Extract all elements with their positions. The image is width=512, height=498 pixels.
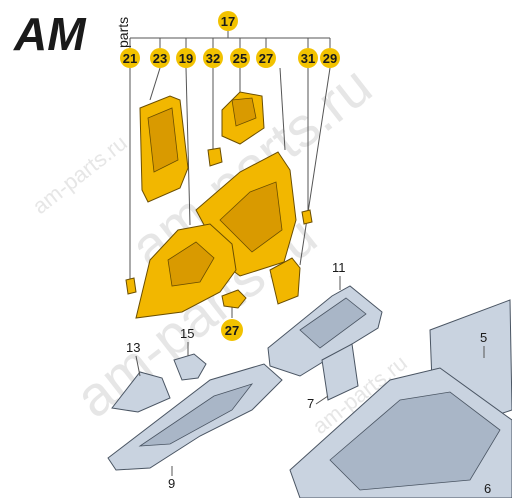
part-label-13: 13	[126, 340, 141, 377]
longitudinal-member-9-detail	[138, 383, 254, 447]
wheel-housing-inner-detail	[219, 181, 283, 253]
wheel-arch-outer-detail	[167, 241, 215, 287]
callout-23[interactable]: 23	[150, 48, 170, 68]
floor-pan-6-detail	[329, 391, 501, 491]
callout-32-label: 32	[206, 51, 220, 66]
part-label-7-text: 7	[307, 396, 314, 411]
callout-23-label: 23	[153, 51, 167, 66]
callout-21[interactable]: 21	[120, 48, 140, 68]
clip-21	[125, 277, 137, 295]
bracket-15	[173, 353, 207, 381]
logo-main-text: AM	[13, 8, 87, 60]
watermark-top-left: am-parts.ru	[28, 130, 132, 219]
logo-sub-text: parts	[115, 17, 131, 48]
callout-27-top[interactable]: 27	[256, 48, 276, 68]
part-label-15: 15	[180, 326, 194, 356]
part-label-5: 5	[480, 330, 487, 358]
callout-19-label: 19	[179, 51, 193, 66]
callout-29[interactable]: 29	[320, 48, 340, 68]
part-label-15-text: 15	[180, 326, 194, 341]
callout-25-label: 25	[233, 51, 247, 66]
part-label-11: 11	[332, 260, 346, 290]
part-label-9: 9	[168, 466, 175, 491]
callout-25[interactable]: 25	[230, 48, 250, 68]
leader-lines	[129, 67, 331, 318]
bracket-upper-detail	[231, 97, 257, 127]
part-label-5-text: 5	[480, 330, 487, 345]
callout-29-label: 29	[323, 51, 337, 66]
small-clip-32	[207, 147, 223, 167]
highlighted-parts	[125, 91, 313, 319]
callout-27-top-label: 27	[259, 51, 273, 66]
part-label-9-text: 9	[168, 476, 175, 491]
bracket-13	[111, 371, 171, 413]
part-label-13-text: 13	[126, 340, 140, 355]
callout-31[interactable]: 31	[298, 48, 318, 68]
part-label-7: 7	[307, 395, 329, 411]
callout-21-label: 21	[123, 51, 137, 66]
part-label-6: 6	[484, 481, 491, 496]
group-bracket-17	[129, 30, 331, 48]
callout-31-label: 31	[301, 51, 315, 66]
callout-27-bottom[interactable]: 27	[221, 319, 243, 341]
grommet-27	[221, 289, 247, 309]
callout-19[interactable]: 19	[176, 48, 196, 68]
part-label-6-text: 6	[484, 481, 491, 496]
callout-17-label: 17	[221, 14, 235, 29]
bracket-31	[301, 209, 313, 225]
rear-pillar-panel-detail	[147, 107, 179, 173]
callout-17[interactable]: 17	[218, 11, 238, 31]
callout-27-bottom-label: 27	[225, 323, 239, 338]
other-parts	[107, 285, 512, 498]
callout-32[interactable]: 32	[203, 48, 223, 68]
bracket-29	[269, 257, 301, 305]
cross-member-11-detail	[299, 297, 367, 349]
bracket-7	[321, 343, 359, 401]
logo: AM parts	[13, 8, 131, 60]
part-label-11-text: 11	[332, 260, 346, 275]
